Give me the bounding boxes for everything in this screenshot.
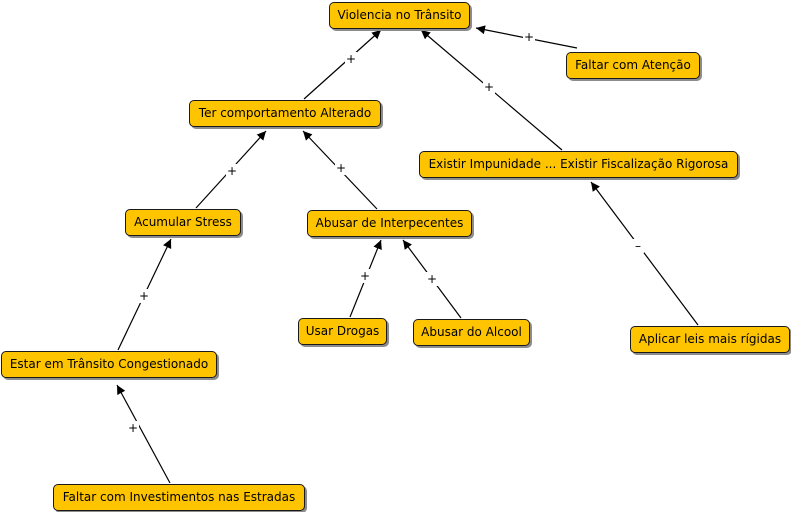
- concept-usar-drogas[interactable]: Usar Drogas: [298, 318, 387, 345]
- concept-ter-comportamento-alterado[interactable]: Ter comportamento Alterado: [189, 100, 381, 127]
- concept-estar-em-transito-congestionado[interactable]: Estar em Trânsito Congestionado: [1, 351, 217, 378]
- link-label-interpocentes-comportamento: +: [335, 161, 347, 175]
- concept-abusar-de-interpecentes[interactable]: Abusar de Interpecentes: [307, 210, 472, 237]
- link-label-investimentos-transito: +: [127, 421, 139, 435]
- link-label-stress-comportamento: +: [226, 164, 238, 178]
- concept-abusar-do-alcool[interactable]: Abusar do Alcool: [413, 319, 530, 346]
- concept-aplicar-leis-mais-rigidas[interactable]: Aplicar leis mais rígidas: [630, 326, 790, 353]
- link-label-atencao-violencia: +: [523, 30, 535, 44]
- concept-acumular-stress[interactable]: Acumular Stress: [125, 209, 241, 236]
- link-line-leis-impunidade: [590, 181, 699, 326]
- concept-faltar-com-atencao[interactable]: Faltar com Atenção: [566, 52, 700, 79]
- link-label-drogas-interpocentes: +: [359, 269, 371, 283]
- concept-violencia-no-transito[interactable]: Violencia no Trânsito: [329, 2, 470, 29]
- link-line-investimentos-transito: [116, 384, 171, 484]
- link-label-leis-impunidade: –: [632, 239, 644, 253]
- link-label-impunidade-violencia: +: [483, 80, 495, 94]
- link-label-transito-stress: +: [138, 289, 150, 303]
- link-line-comportamento-violencia: [303, 29, 382, 100]
- link-label-comportamento-violencia: +: [345, 52, 357, 66]
- concept-existir-impunidade[interactable]: Existir Impunidade ... Existir Fiscaliza…: [419, 151, 738, 178]
- links-layer: [116, 25, 699, 484]
- link-label-alcool-interpocentes: +: [426, 272, 438, 286]
- concept-faltar-com-investimentos-nas-estradas[interactable]: Faltar com Investimentos nas Estradas: [53, 484, 305, 511]
